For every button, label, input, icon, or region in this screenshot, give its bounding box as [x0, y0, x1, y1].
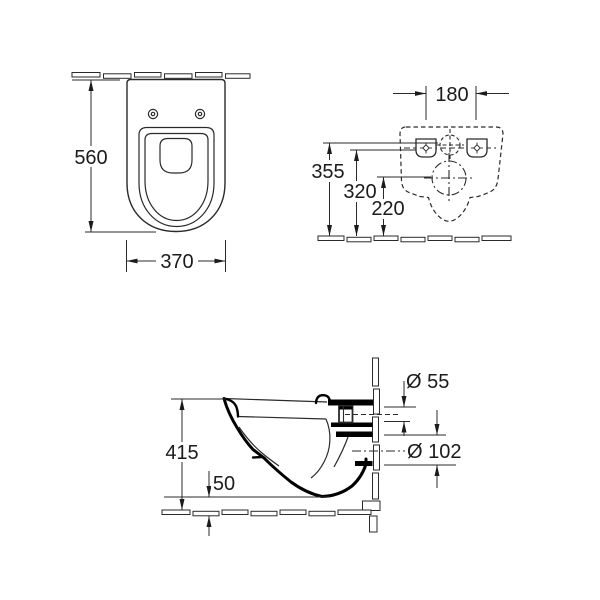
seat-outer-outline: [138, 126, 215, 228]
side-view: [161, 357, 456, 536]
bowl-opening-outline: [159, 137, 193, 174]
top-view: [71, 72, 251, 272]
rear-view: [317, 86, 512, 243]
toilet-body-outline: [126, 78, 226, 233]
dim-label-560: 560: [74, 147, 107, 169]
floor-hatch-side: [161, 509, 372, 517]
dim-label-415: 415: [165, 442, 198, 464]
dim-355: [323, 142, 438, 236]
dim-label-370: 370: [160, 251, 193, 273]
inlet-circle: [436, 129, 464, 161]
dim-label-inlet-diameter: Ø 55: [406, 371, 449, 393]
drain-circle: [424, 153, 474, 203]
label-backgrounds: [74, 146, 408, 494]
dim-inlet-diameter: [384, 381, 416, 436]
dim-label-320: 320: [343, 181, 376, 203]
dimension-labels: 560 370 180 355 320 220 415 50 Ø 55 Ø 10…: [74, 84, 468, 495]
dim-label-180: 180: [435, 84, 468, 106]
dim-outlet-diameter: [384, 410, 456, 488]
mounting-holes: [147, 108, 206, 120]
dim-label-50: 50: [213, 473, 235, 495]
wall-hatch-top: [71, 72, 251, 79]
dim-label-outlet-diameter: Ø 102: [407, 441, 461, 463]
seat-inner-outline: [144, 132, 209, 222]
dim-50: [164, 471, 330, 536]
dim-180: [393, 86, 509, 120]
dim-label-220: 220: [371, 198, 404, 220]
dim-label-355: 355: [311, 161, 344, 183]
wall-hatch-side: [362, 357, 381, 533]
floor-hatch-rear: [317, 235, 512, 243]
rear-body-outline: [399, 126, 504, 222]
toilet-profile: [222, 393, 405, 499]
